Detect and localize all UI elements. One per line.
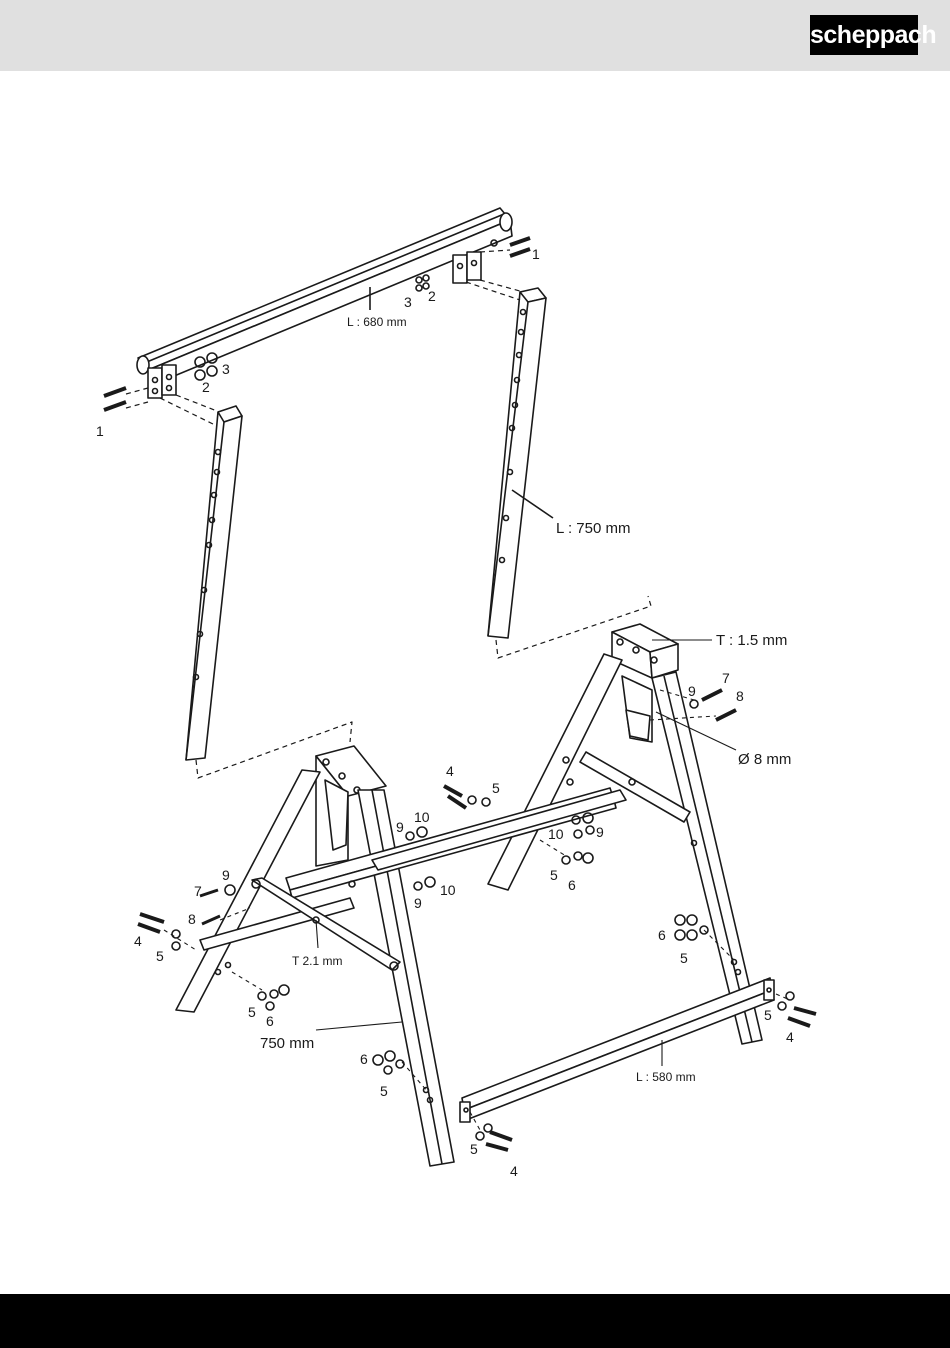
part-label-5: 5: [680, 950, 688, 966]
part-label-5: 5: [764, 1007, 772, 1023]
part-label-9: 9: [596, 824, 604, 840]
left-loose-leg: [186, 406, 242, 760]
part-label-6: 6: [568, 877, 576, 893]
part-label-10: 10: [414, 809, 430, 825]
part-label-3: 3: [404, 294, 412, 310]
brace-thickness-label: T 2.1 mm: [292, 954, 342, 968]
right-a-frame: [488, 624, 762, 1044]
part-label-2: 2: [428, 288, 436, 304]
part-label-4: 4: [786, 1029, 794, 1045]
part-label-9: 9: [396, 819, 404, 835]
bottom-bar: [460, 978, 774, 1122]
assembly-guides-legs: [196, 596, 651, 778]
leg-length-label: L : 750 mm: [556, 520, 630, 537]
part-label-6: 6: [658, 927, 666, 943]
page-footer: [0, 1294, 950, 1348]
part-label-6: 6: [266, 1013, 274, 1029]
part-label-5: 5: [156, 948, 164, 964]
part-label-5: 5: [380, 1083, 388, 1099]
part-label-5: 5: [248, 1004, 256, 1020]
part-label-9: 9: [688, 683, 696, 699]
part-label-4: 4: [134, 933, 142, 949]
part-label-4: 4: [510, 1163, 518, 1179]
part-label-5: 5: [550, 867, 558, 883]
thickness-label: T : 1.5 mm: [716, 632, 787, 649]
part-label-5: 5: [470, 1141, 478, 1157]
part-label-5: 5: [492, 780, 500, 796]
part-label-10: 10: [548, 826, 564, 842]
part-label-10: 10: [440, 882, 456, 898]
part-label-9: 9: [222, 867, 230, 883]
part-label-6: 6: [360, 1051, 368, 1067]
part-label-7: 7: [194, 883, 202, 899]
diameter-label: Ø 8 mm: [738, 751, 791, 768]
top-rail: [137, 208, 512, 398]
part-label-2: 2: [202, 379, 210, 395]
part-label-7: 7: [722, 670, 730, 686]
part-label-3: 3: [222, 361, 230, 377]
part-label-8: 8: [736, 688, 744, 704]
top-rail-length-label: L : 680 mm: [347, 315, 407, 329]
part-label-9: 9: [414, 895, 422, 911]
part-label-1: 1: [96, 423, 104, 439]
part-label-1: 1: [532, 246, 540, 262]
bottom-bar-length-label: L : 580 mm: [636, 1070, 696, 1084]
right-loose-leg: [488, 288, 553, 638]
frame-length-label: 750 mm: [260, 1035, 314, 1052]
part-label-8: 8: [188, 911, 196, 927]
part-label-4: 4: [446, 763, 454, 779]
